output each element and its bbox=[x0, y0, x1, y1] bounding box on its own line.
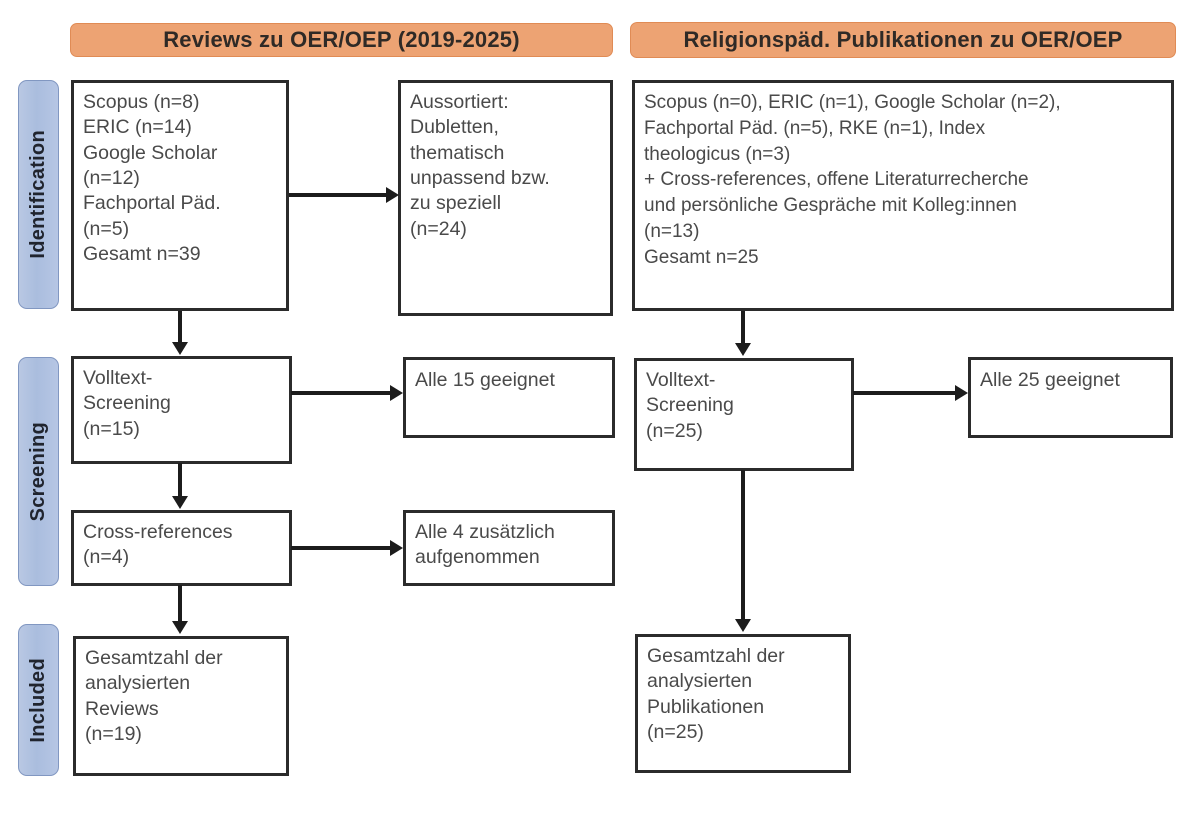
left-fulltext-screening-box: Volltext- Screening (n=15) bbox=[71, 356, 292, 464]
stage-label-identification: Identification bbox=[27, 130, 49, 259]
stage-label-included: Included bbox=[27, 657, 49, 743]
stage-pill-included: Included bbox=[18, 624, 59, 776]
connector-right-screening-to-result bbox=[853, 391, 957, 395]
left-cross-references-box: Cross-references (n=4) bbox=[71, 510, 292, 586]
connector-left-ident-to-excluded bbox=[289, 193, 387, 197]
left-column-header: Reviews zu OER/OEP (2019-2025) bbox=[70, 23, 613, 57]
right-column-header-label: Religionspäd. Publikationen zu OER/OEP bbox=[683, 27, 1123, 52]
connector-left-crossrefs-to-result bbox=[291, 546, 392, 550]
arrowhead-left-ident-to-excluded bbox=[386, 187, 399, 203]
right-column-header: Religionspäd. Publikationen zu OER/OEP bbox=[630, 22, 1176, 58]
connector-right-screening-to-included bbox=[741, 470, 745, 620]
connector-left-screening-to-crossrefs bbox=[178, 463, 182, 497]
right-fulltext-screening-box: Volltext- Screening (n=25) bbox=[634, 358, 854, 471]
arrowhead-left-screening-to-crossrefs bbox=[172, 496, 188, 509]
right-identification-sources-box: Scopus (n=0), ERIC (n=1), Google Scholar… bbox=[632, 80, 1174, 311]
stage-pill-identification: Identification bbox=[18, 80, 59, 309]
left-identification-sources-box: Scopus (n=8) ERIC (n=14) Google Scholar … bbox=[71, 80, 289, 311]
arrowhead-right-screening-to-included bbox=[735, 619, 751, 632]
connector-left-crossrefs-to-included bbox=[178, 585, 182, 622]
connector-left-ident-to-screening bbox=[178, 311, 182, 343]
left-fulltext-result-box: Alle 15 geeignet bbox=[403, 357, 615, 438]
right-included-total-box: Gesamtzahl der analysierten Publikatione… bbox=[635, 634, 851, 773]
stage-pill-screening: Screening bbox=[18, 357, 59, 586]
connector-right-ident-to-screening bbox=[741, 311, 745, 344]
left-included-total-box: Gesamtzahl der analysierten Reviews (n=1… bbox=[73, 636, 289, 776]
right-fulltext-result-box: Alle 25 geeignet bbox=[968, 357, 1173, 438]
left-cross-references-result-box: Alle 4 zusätzlich aufgenommen bbox=[403, 510, 615, 586]
arrowhead-right-ident-to-screening bbox=[735, 343, 751, 356]
arrowhead-right-screening-to-result bbox=[955, 385, 968, 401]
connector-left-screening-to-result bbox=[291, 391, 392, 395]
left-excluded-box: Aussortiert: Dubletten, thematisch unpas… bbox=[398, 80, 613, 316]
stage-label-screening: Screening bbox=[27, 421, 49, 522]
arrowhead-left-crossrefs-to-result bbox=[390, 540, 403, 556]
arrowhead-left-ident-to-screening bbox=[172, 342, 188, 355]
arrowhead-left-screening-to-result bbox=[390, 385, 403, 401]
left-column-header-label: Reviews zu OER/OEP (2019-2025) bbox=[163, 27, 520, 52]
arrowhead-left-crossrefs-to-included bbox=[172, 621, 188, 634]
